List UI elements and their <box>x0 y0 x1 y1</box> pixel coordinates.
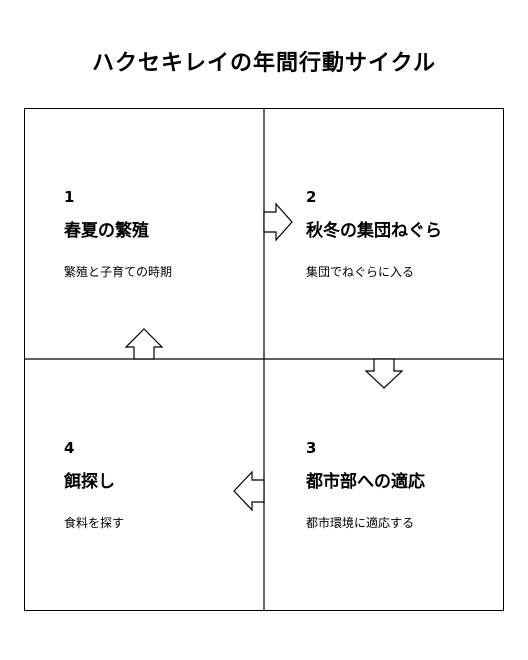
stage-description: 集団でねぐらに入る <box>306 265 415 279</box>
cycle-frame <box>24 108 504 611</box>
stage-number: 4 <box>64 439 75 457</box>
arrow-right-icon <box>263 202 293 242</box>
stage-number: 1 <box>64 188 75 206</box>
arrow-down-icon <box>364 358 404 389</box>
stage-heading: 春夏の繁殖 <box>64 221 149 241</box>
stage-description: 繁殖と子育ての時期 <box>64 265 173 279</box>
arrow-left-icon <box>233 470 265 512</box>
stage-number: 2 <box>306 188 317 206</box>
stage-description: 食料を探す <box>64 516 125 530</box>
stage-description: 都市環境に適応する <box>306 516 415 530</box>
arrow-up-icon <box>124 328 164 360</box>
stage-heading: 餌探し <box>64 472 115 492</box>
stage-heading: 秋冬の集団ねぐら <box>306 221 442 241</box>
stage-number: 3 <box>306 439 317 457</box>
cycle-grid: 1 春夏の繁殖 繁殖と子育ての時期 2 秋冬の集団ねぐら 集団でねぐらに入る 3… <box>24 108 504 611</box>
stage-heading: 都市部への適応 <box>306 472 425 492</box>
diagram-title: ハクセキレイの年間行動サイクル <box>92 51 436 76</box>
